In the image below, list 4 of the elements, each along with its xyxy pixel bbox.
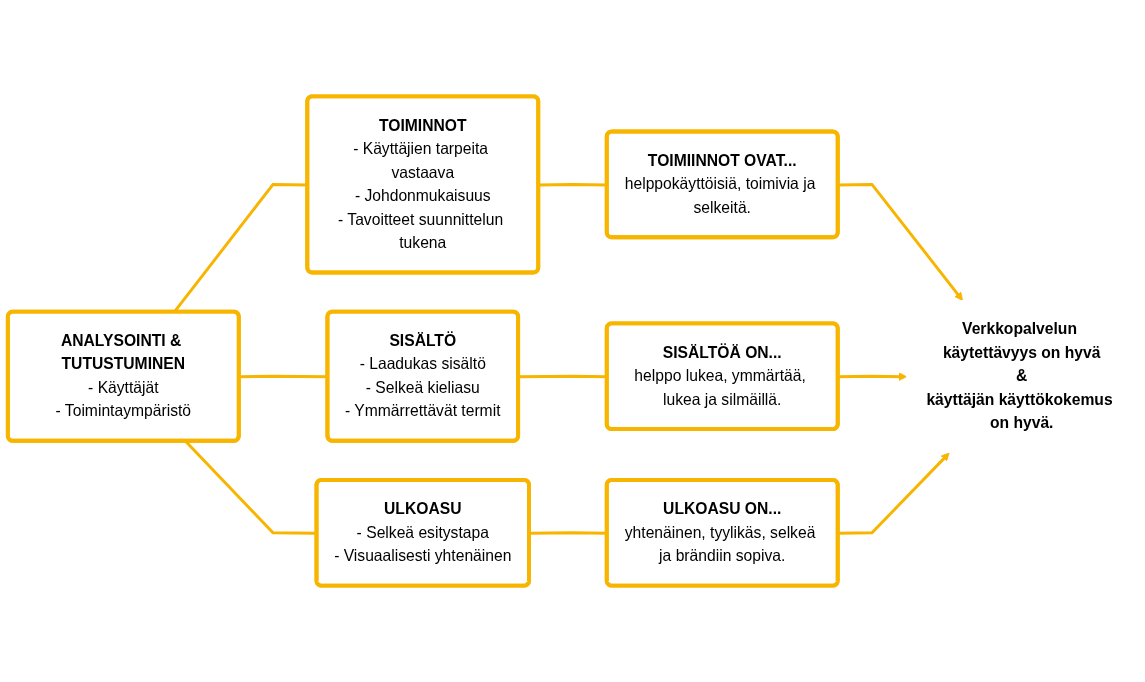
node-text: Verkkopalvelun käytettävyys on hyvä & käyttäjän käyttökokemus on hyvä. <box>926 320 1113 432</box>
arrow <box>838 452 950 535</box>
arrow <box>838 372 908 381</box>
arrow <box>838 182 963 301</box>
